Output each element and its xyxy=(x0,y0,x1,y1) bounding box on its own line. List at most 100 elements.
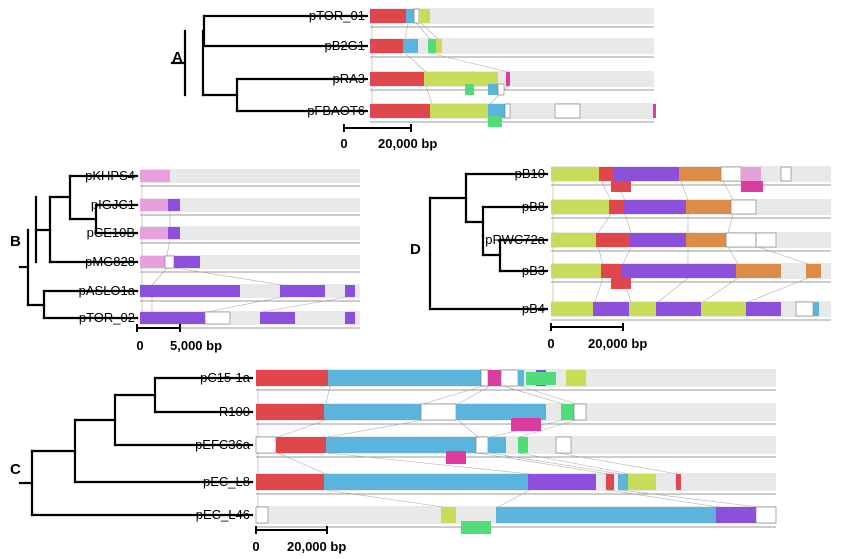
lcb-block xyxy=(679,167,721,181)
homology-connector xyxy=(519,452,631,475)
homology-connector xyxy=(277,419,327,438)
scale-length-label: 20,000 bp xyxy=(287,539,346,554)
lcb-block xyxy=(255,506,269,524)
lcb-block xyxy=(324,404,421,420)
lcb-block xyxy=(601,264,621,278)
lcb-block xyxy=(406,9,414,23)
lcb-block xyxy=(461,521,491,534)
lcb-block xyxy=(573,403,587,421)
lcb-block xyxy=(551,233,596,247)
scale-zero-label: 0 xyxy=(340,136,347,151)
lcb-block xyxy=(554,103,581,119)
homology-connector xyxy=(519,385,577,405)
lcb-block xyxy=(280,285,325,297)
lcb-block xyxy=(611,278,631,289)
lcb-block xyxy=(725,232,757,248)
homology-connector xyxy=(727,246,739,265)
lcb-block xyxy=(256,370,328,386)
panel-letter: A xyxy=(172,49,183,66)
taxon-label-pb2g1: pB2G1 xyxy=(325,38,365,53)
lcb-block xyxy=(488,116,502,127)
lcb-block xyxy=(428,39,436,53)
panel-letter: C xyxy=(10,461,21,478)
homology-connector xyxy=(622,246,632,265)
taxon-label-prwc72a: pRWC72a xyxy=(485,232,546,247)
lcb-block xyxy=(551,302,593,316)
lcb-block xyxy=(413,8,420,24)
lcb-block xyxy=(500,369,519,387)
taxon-label-pmg828: pMG828 xyxy=(85,254,135,269)
lcb-block xyxy=(506,72,510,86)
lcb-block xyxy=(497,83,505,96)
homology-connector xyxy=(727,213,734,234)
homology-connector xyxy=(325,385,331,405)
lcb-block xyxy=(528,474,596,490)
homology-connector xyxy=(657,277,689,303)
lcb-block xyxy=(504,103,511,119)
homology-connector xyxy=(415,22,431,40)
scale-zero-label: 0 xyxy=(547,336,554,351)
lcb-block xyxy=(701,302,746,316)
homology-connector xyxy=(404,22,409,40)
homology-connector xyxy=(327,452,531,475)
lcb-block xyxy=(676,474,681,490)
lcb-block xyxy=(609,200,623,214)
homology-connector xyxy=(680,180,689,201)
homology-connector xyxy=(747,277,809,303)
homology-connector xyxy=(457,385,491,405)
lcb-block xyxy=(174,256,200,268)
taxon-label-pce10b: pCE10B xyxy=(87,225,135,240)
homology-connector xyxy=(722,180,734,201)
lcb-block xyxy=(164,255,175,269)
taxon-label-pb4: pB4 xyxy=(522,301,545,316)
taxon-label-ptor-01: pTOR_01 xyxy=(309,8,365,23)
taxon-label-pc15-1a: pC15-1a xyxy=(200,370,251,385)
lcb-block xyxy=(441,507,456,523)
panel-letter: B xyxy=(10,233,21,250)
lcb-block xyxy=(653,104,656,118)
lcb-block xyxy=(436,39,442,53)
scale-length-label: 5,000 bp xyxy=(170,338,222,353)
scale-length-label: 20,000 bp xyxy=(588,336,647,351)
homology-connector xyxy=(325,489,444,508)
lcb-block xyxy=(566,370,586,386)
lcb-block xyxy=(370,72,424,86)
homology-connector xyxy=(557,452,679,475)
lcb-block xyxy=(629,302,656,316)
lcb-block xyxy=(518,437,528,453)
lcb-block xyxy=(551,264,601,278)
lcb-block xyxy=(611,181,631,192)
taxon-label-pra3: pRA3 xyxy=(332,71,365,86)
taxon-label-pb3: pB3 xyxy=(522,263,545,278)
homology-connector xyxy=(429,52,509,73)
lcb-block xyxy=(561,404,574,420)
homology-connector xyxy=(489,452,621,475)
lcb-block xyxy=(736,264,781,278)
lcb-block xyxy=(475,436,489,454)
lcb-block xyxy=(488,437,506,453)
homology-connector xyxy=(277,452,327,475)
lcb-block xyxy=(370,39,403,53)
scale-zero-label: 0 xyxy=(252,539,259,554)
homology-connector xyxy=(597,246,604,265)
lcb-block xyxy=(446,451,466,464)
homology-connector xyxy=(404,52,427,73)
lcb-block xyxy=(324,474,528,490)
lcb-block xyxy=(518,370,524,386)
lcb-block xyxy=(488,370,501,386)
lcb-block xyxy=(260,312,295,324)
homology-connector xyxy=(477,452,609,475)
lcb-block xyxy=(593,302,629,316)
lcb-block xyxy=(456,404,546,420)
homology-connector xyxy=(261,296,348,313)
homology-connector xyxy=(206,296,283,313)
homology-connector xyxy=(607,489,719,508)
lcb-block xyxy=(140,285,150,297)
lcb-block xyxy=(746,302,781,316)
lcb-block xyxy=(755,506,777,524)
scale-length-label: 20,000 bp xyxy=(378,136,437,151)
lcb-block xyxy=(276,437,326,453)
lcb-block xyxy=(255,436,277,454)
homology-connector xyxy=(497,489,531,508)
